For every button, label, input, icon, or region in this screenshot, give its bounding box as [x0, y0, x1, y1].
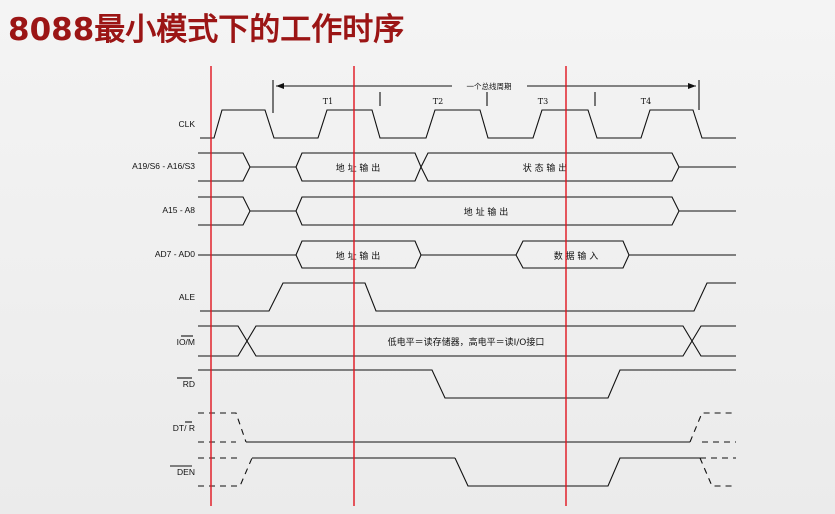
bus-cycle-span: 一个总线周期 — [272, 80, 700, 113]
signal-labels: CLK A19/S6 - A16/S3 A15 - A8 AD7 - AD0 A… — [132, 119, 195, 477]
span-arrow-right-icon — [688, 83, 696, 89]
clk-wave — [200, 109, 736, 139]
rd-wave — [198, 369, 736, 399]
state-label-t4: T4 — [641, 97, 651, 106]
state-label-t2: T2 — [433, 97, 443, 106]
ale-wave — [200, 282, 736, 312]
red-marker-lines — [210, 66, 567, 506]
a15-address-text: 地 址 输 出 — [464, 206, 509, 218]
signal-label-clk: CLK — [178, 119, 195, 129]
a19-status-text: 状 态 输 出 — [523, 162, 568, 174]
a19-bus-wave: 地 址 输 出 状 态 输 出 — [198, 152, 736, 182]
signal-label-a19: A19/S6 - A16/S3 — [132, 161, 195, 171]
state-label-t1: T1 — [323, 97, 333, 106]
signal-label-ad7: AD7 - AD0 — [155, 249, 195, 259]
slide-title: 8088最小模式下的工作时序 — [8, 12, 405, 48]
signal-label-ale: ALE — [179, 292, 195, 302]
ad7-address-text: 地 址 输 出 — [336, 250, 381, 262]
t-state-markers: T1 T2 T3 T4 — [323, 92, 651, 106]
a15-bus-wave: 地 址 输 出 — [198, 196, 736, 226]
signal-label-rd: RD — [183, 379, 195, 389]
iom-wave: 低电平＝读存储器，高电平＝读I/O接口 — [198, 325, 736, 357]
signal-label-den: DEN — [177, 467, 195, 477]
span-arrow-left-icon — [276, 83, 284, 89]
signal-label-dtr: DT/ R — [173, 423, 195, 433]
a19-address-text: 地 址 输 出 — [336, 162, 381, 174]
dtr-wave — [198, 412, 736, 443]
ad7-bus-wave: 地 址 输 出 数 据 输 入 — [198, 240, 736, 269]
den-wave — [198, 457, 736, 487]
ad7-data-text: 数 据 输 入 — [554, 250, 599, 262]
iom-description-text: 低电平＝读存储器，高电平＝读I/O接口 — [388, 336, 545, 348]
signal-label-a15: A15 - A8 — [162, 205, 195, 215]
signal-label-iom: IO/M — [177, 337, 195, 347]
state-label-t3: T3 — [538, 97, 548, 106]
bus-cycle-label: 一个总线周期 — [467, 81, 512, 91]
